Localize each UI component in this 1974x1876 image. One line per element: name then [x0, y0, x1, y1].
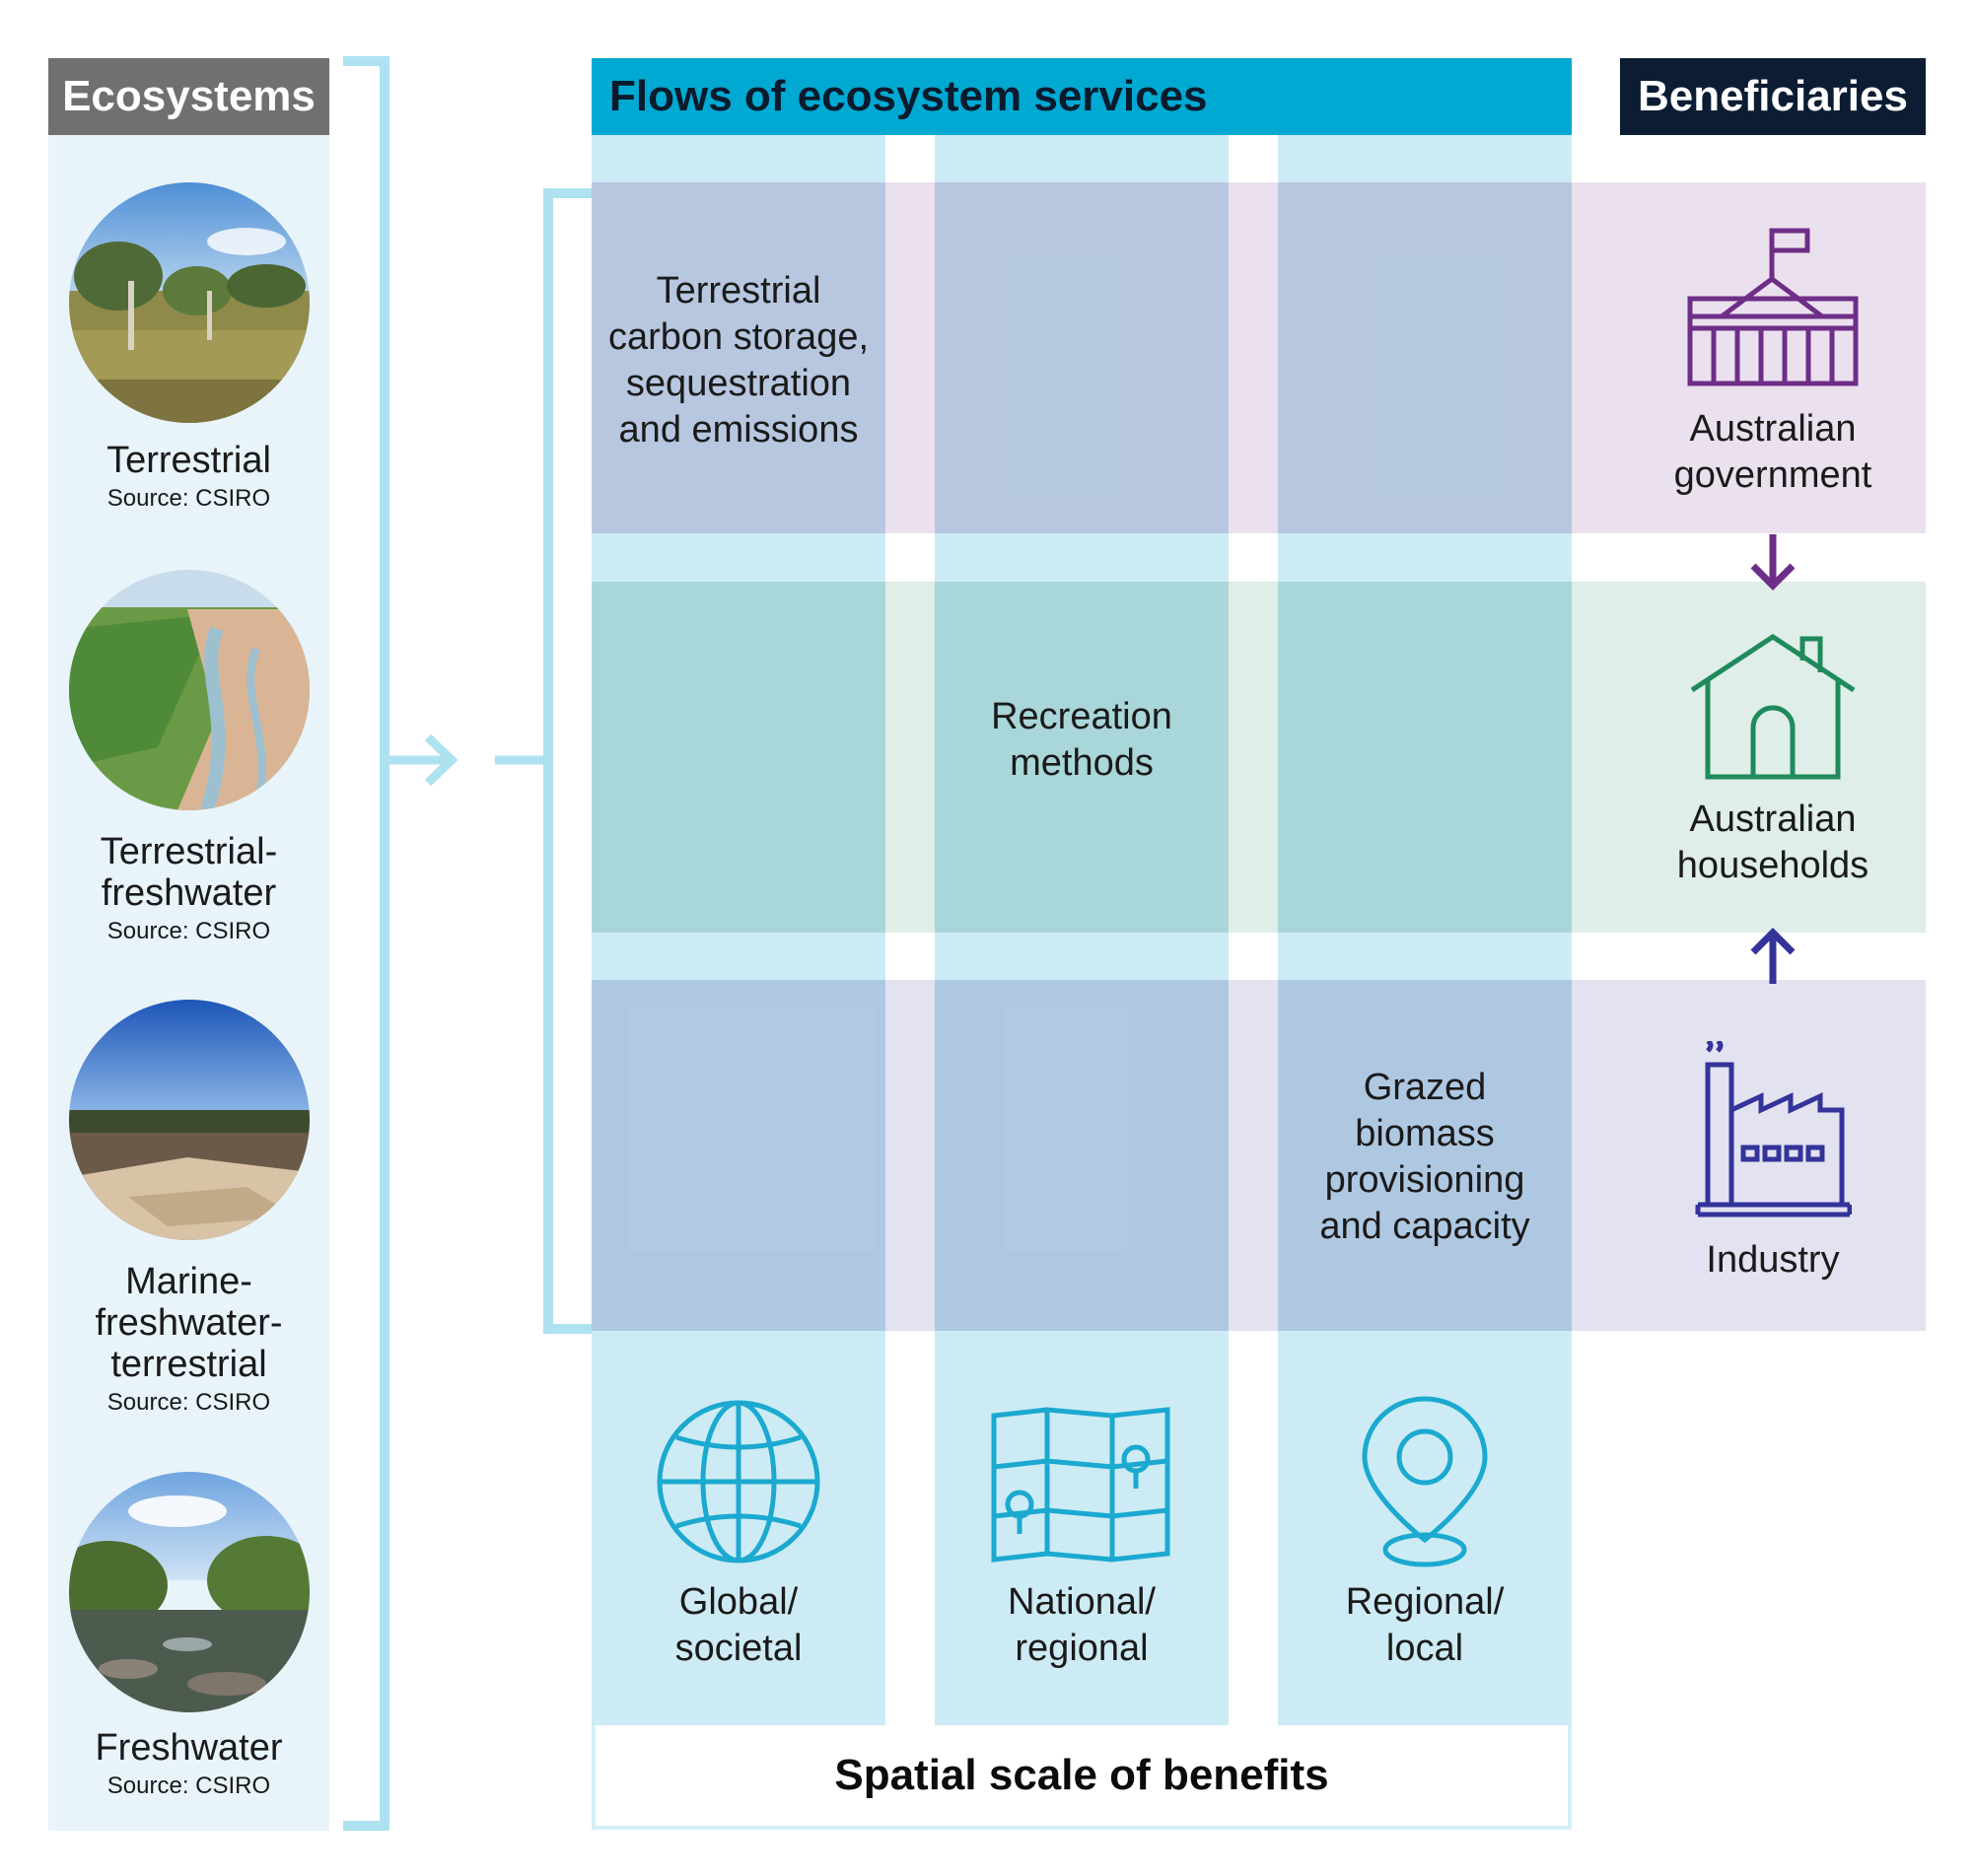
- service-grazed-biomass: Grazed biomass provisioning and capacity: [1278, 1065, 1572, 1250]
- beneficiary-industry: Industry: [1706, 1239, 1840, 1281]
- ecosystem-freshwater: Freshwater Source: CSIRO: [95, 1727, 283, 1799]
- beneficiary-line: households: [1676, 845, 1869, 886]
- ecosystem-name-line: freshwater-: [95, 1302, 283, 1344]
- beneficiary-row-industry: [592, 980, 1926, 1331]
- overlap-cell: [935, 582, 1229, 933]
- service-line: carbon storage,: [607, 316, 870, 358]
- scale-column-regional: [1278, 135, 1572, 1726]
- scale-line: local: [1385, 1628, 1464, 1669]
- overlap-cell: [935, 980, 1229, 1331]
- service-line: methods: [1010, 742, 1154, 784]
- beneficiary-government: Australian government: [1620, 406, 1926, 499]
- parliament-icon: [1687, 228, 1859, 386]
- ecosystem-name-line: terrestrial: [110, 1344, 267, 1385]
- overlap-cell: [592, 582, 885, 933]
- globe-icon: [657, 1400, 820, 1563]
- service-carbon: Terrestrial carbon storage, sequestratio…: [592, 268, 885, 453]
- ecosystem-name-line: Terrestrial-: [100, 831, 278, 872]
- ecosystem-name-line: Marine-: [125, 1261, 252, 1302]
- scale-line: societal: [674, 1628, 803, 1669]
- scale-global: Global/ societal: [592, 1579, 885, 1672]
- beneficiary-households: Australian households: [1620, 797, 1926, 889]
- location-pin-icon: [1362, 1396, 1488, 1567]
- service-line: sequestration: [625, 363, 852, 404]
- overlap-cell: [592, 182, 885, 533]
- map-icon: [991, 1407, 1170, 1563]
- beneficiaries-header: Beneficiaries: [1620, 58, 1926, 135]
- scale-line: regional: [1015, 1628, 1149, 1669]
- service-line: Recreation: [991, 696, 1172, 737]
- spatial-scale-footer: Spatial scale of benefits: [592, 1725, 1572, 1830]
- scale-column-national: [935, 135, 1229, 1726]
- beneficiary-row-government: [592, 182, 1926, 533]
- arrow-right-icon: [387, 733, 458, 787]
- overlap-cell: [592, 980, 885, 1331]
- arrow-up-icon: [1750, 928, 1796, 984]
- service-line: and capacity: [1319, 1206, 1530, 1247]
- scale-line: National/: [1008, 1581, 1156, 1623]
- ecosystem-terrestrial: Terrestrial Source: CSIRO: [106, 440, 271, 512]
- scale-line: Regional/: [1345, 1581, 1505, 1623]
- overlap-cell: [1278, 980, 1572, 1331]
- service-line: Terrestrial: [656, 270, 821, 312]
- scale-national: National/ regional: [935, 1579, 1229, 1672]
- scale-line: Global/: [678, 1581, 799, 1623]
- overlap-cell: [1278, 582, 1572, 933]
- ecosystem-marine-freshwater-terrestrial: Marine- freshwater- terrestrial Source: …: [48, 1261, 329, 1419]
- arrow-down-icon: [1750, 534, 1796, 591]
- factory-icon: [1695, 1041, 1852, 1217]
- service-line: Grazed: [1363, 1067, 1487, 1108]
- beneficiary-row-households: [592, 582, 1926, 933]
- ecosystem-terrestrial-freshwater: Terrestrial- freshwater Source: CSIRO: [48, 831, 329, 947]
- ecosystems-header: Ecosystems: [48, 58, 329, 135]
- overlap-cell: [935, 182, 1229, 533]
- service-line: biomass: [1355, 1113, 1495, 1154]
- overlap-cell: [1278, 182, 1572, 533]
- scale-regional: Regional/ local: [1278, 1579, 1572, 1672]
- beneficiary-line: government: [1673, 454, 1872, 496]
- ecosystem-name-line: freshwater: [101, 872, 277, 914]
- circle-photo-terrestrial-freshwater: [69, 570, 310, 810]
- beneficiary-line: Australian: [1689, 408, 1857, 450]
- service-line: and emissions: [618, 409, 859, 451]
- service-line: provisioning: [1324, 1159, 1525, 1201]
- service-recreation: Recreation methods: [935, 694, 1229, 787]
- flows-header: Flows of ecosystem services: [592, 58, 1572, 135]
- house-icon: [1690, 634, 1856, 780]
- beneficiary-line: Australian: [1689, 799, 1857, 840]
